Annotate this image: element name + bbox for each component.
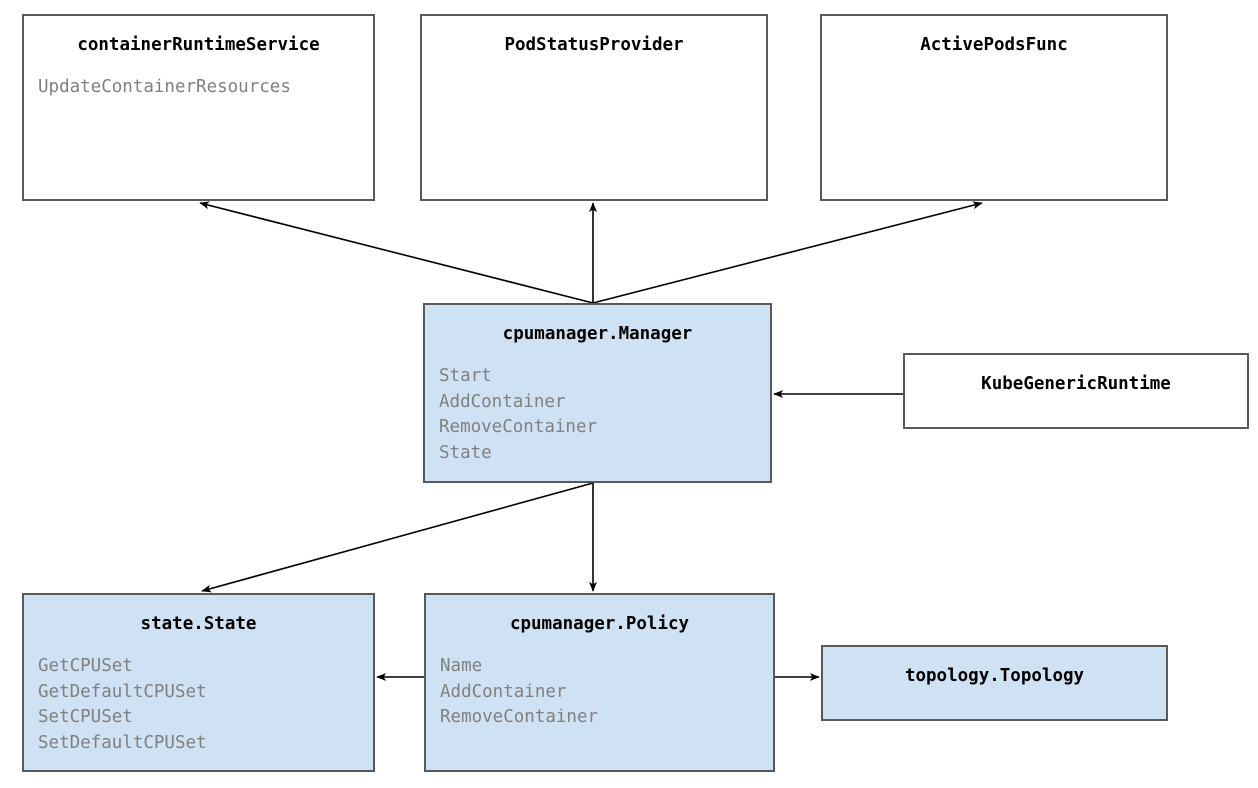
class-node-member: AddContainer [439,391,566,412]
class-node-member: GetDefaultCPUSet [38,681,207,702]
class-node-member: GetCPUSet [38,656,133,677]
class-node-member: SetDefaultCPUSet [38,732,207,753]
class-node-member-list: UpdateContainerResources [24,75,373,101]
class-node-KubeGenericRuntime[interactable]: KubeGenericRuntime [903,353,1249,429]
class-node-member: AddContainer [440,681,567,702]
class-node-member: State [439,442,492,463]
class-node-title: containerRuntimeService [77,35,320,55]
class-node-title: cpumanager.Policy [509,614,690,634]
class-node-title: cpumanager.Manager [502,324,693,344]
class-node-title: ActivePodsFunc [920,35,1068,55]
class-node-member: Start [439,366,492,387]
class-node-member: SetCPUSet [38,707,133,728]
class-node-member: Name [440,656,483,677]
class-node-PodStatusProvider[interactable]: PodStatusProvider [420,14,768,201]
class-node-member: UpdateContainerResources [38,77,291,98]
class-node-title: state.State [140,614,257,634]
class-node-topology.Topology[interactable]: topology.Topology [821,645,1168,721]
class-node-title: topology.Topology [904,666,1085,686]
edge-cpumanager.Manager-to-ActivePodsFunc [592,201,983,304]
class-node-title: PodStatusProvider [504,35,684,55]
class-node-ActivePodsFunc[interactable]: ActivePodsFunc [820,14,1168,201]
edge-cpumanager.Manager-to-state.State [201,482,594,593]
class-node-member: RemoveContainer [439,417,598,438]
class-node-title: KubeGenericRuntime [981,374,1171,394]
edge-cpumanager.Manager-to-containerRuntimeService [199,201,594,304]
class-node-member: RemoveContainer [440,707,599,728]
